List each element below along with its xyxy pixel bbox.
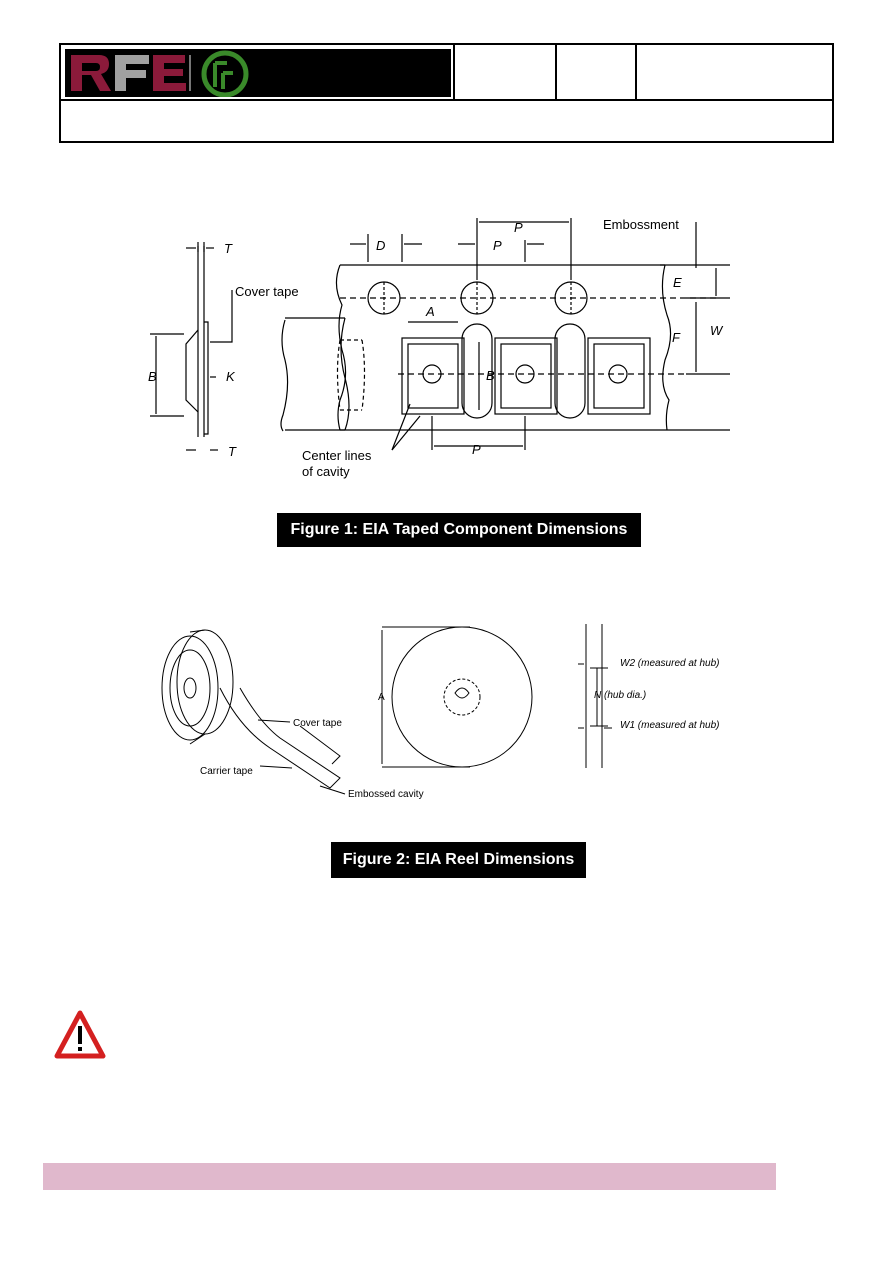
label-d0: D [376, 238, 385, 253]
label-k0: K [226, 369, 236, 384]
rfe-logo-graphic [65, 49, 451, 98]
warning-triangle-icon [54, 1010, 106, 1059]
label-a0: A [425, 304, 435, 319]
label-reel-cover-tape: Cover tape [293, 718, 342, 729]
label-p1: P [472, 442, 481, 457]
figure-1-caption: Figure 1: EIA Taped Component Dimensions [277, 513, 641, 547]
header-cell-3 [635, 45, 832, 99]
label-carrier-tape: Carrier tape [200, 766, 253, 777]
label-n-hub: N (hub dia.) [594, 690, 646, 701]
label-e: E [673, 275, 682, 290]
label-center-lines-1: Center lines [302, 448, 372, 463]
label-p0: P [514, 220, 523, 235]
header-top-row [61, 45, 832, 101]
document-header [59, 43, 834, 143]
label-p2: P [493, 238, 502, 253]
label-b1: B [148, 369, 157, 384]
figure-2-caption: Figure 2: EIA Reel Dimensions [331, 842, 586, 878]
label-reel-a: A [378, 692, 385, 703]
figure-2-reel-diagram: Cover tape Carrier tape Embossed cavity … [161, 624, 720, 800]
label-w1: W1 (measured at hub) [620, 720, 720, 731]
label-b0: B [486, 368, 495, 383]
label-f: F [672, 330, 681, 345]
label-cover-tape: Cover tape [235, 284, 299, 299]
figure-1-taped-component-diagram: T T B K Cover tape D P P Embossment E F … [148, 217, 730, 479]
label-t: T [224, 241, 233, 256]
label-w2: W2 (measured at hub) [620, 658, 720, 669]
footer-bar [43, 1163, 776, 1190]
header-cell-1 [453, 45, 557, 99]
label-embossed-cavity: Embossed cavity [348, 789, 424, 800]
label-w: W [710, 323, 724, 338]
label-t1: T [228, 444, 237, 459]
company-logo [65, 49, 451, 98]
label-embossment: Embossment [603, 217, 679, 232]
header-subtitle [61, 101, 832, 141]
header-cell-2 [555, 45, 637, 99]
label-center-lines-2: of cavity [302, 464, 350, 479]
